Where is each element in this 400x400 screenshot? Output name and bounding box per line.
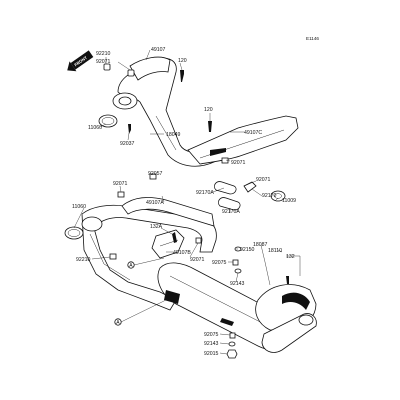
nut-92143-mid bbox=[234, 268, 242, 274]
lower-nut-92210 bbox=[109, 253, 117, 260]
label-92015: 92015 bbox=[204, 351, 219, 357]
nut-92015 bbox=[226, 349, 238, 359]
nut-92075-mid bbox=[232, 259, 239, 266]
lower-clamp-92170a bbox=[218, 197, 241, 211]
label-92071-left: 92071 bbox=[113, 181, 128, 187]
label-92170a-1: 92170A bbox=[196, 190, 214, 196]
mid-bolt-120 bbox=[208, 121, 212, 132]
lower-flange bbox=[81, 216, 103, 232]
diagram-ref-code: E1146 bbox=[306, 36, 319, 41]
mid-heat-cover bbox=[187, 115, 299, 165]
label-92150: 92150 bbox=[240, 247, 255, 253]
upper-nut-92071 bbox=[127, 69, 135, 77]
lower-gasket bbox=[64, 226, 84, 240]
label-92143-mid: 92143 bbox=[230, 281, 245, 287]
label-92210-top: 92210 bbox=[96, 51, 111, 57]
label-92057: 92057 bbox=[148, 171, 163, 177]
gasket-11009 bbox=[270, 190, 286, 202]
label-92071-top: 92071 bbox=[96, 59, 111, 65]
upper-bolt-92037 bbox=[128, 124, 131, 134]
section-marker-a-lower: A bbox=[114, 299, 167, 326]
lower-heat-guard bbox=[121, 197, 215, 227]
upper-nut-92210 bbox=[103, 63, 111, 71]
svg-text:A: A bbox=[129, 263, 133, 269]
label-18110: 18110 bbox=[268, 248, 282, 254]
label-92143-bot: 92143 bbox=[204, 341, 219, 347]
label-49107c: 49107C bbox=[244, 130, 262, 136]
label-92071-mid: 92071 bbox=[231, 160, 246, 166]
label-120-mid: 120 bbox=[204, 107, 213, 113]
label-11060-top: 11060 bbox=[88, 125, 102, 131]
svg-text:A: A bbox=[116, 320, 120, 326]
label-92037: 92037 bbox=[120, 141, 135, 147]
label-120-top: 120 bbox=[178, 58, 187, 64]
bolt-132 bbox=[286, 276, 289, 284]
label-18049: 18049 bbox=[166, 132, 181, 138]
upper-bolt-120 bbox=[180, 70, 184, 82]
label-49107b: 49107B bbox=[173, 250, 191, 256]
front-direction-badge: FRONT bbox=[67, 50, 94, 72]
label-49107a: 49107A bbox=[146, 200, 164, 206]
nut-92075-bot bbox=[229, 332, 236, 339]
label-92170a-2: 92170A bbox=[222, 209, 240, 215]
lower-nut-92071 bbox=[117, 191, 125, 198]
label-11060-left: 11060 bbox=[72, 204, 86, 210]
label-92170: 92170 bbox=[262, 193, 277, 199]
part-labels: 92210 49107 92071 120 11060 92037 18049 … bbox=[72, 47, 296, 357]
leader-lines bbox=[73, 49, 301, 355]
label-92075-mid: 92075 bbox=[212, 260, 227, 266]
upper-gasket bbox=[98, 114, 118, 128]
upper-heat-guard bbox=[129, 56, 171, 81]
label-92210-left: 92210 bbox=[76, 257, 91, 263]
mid-clip-92071 bbox=[221, 157, 229, 164]
clip-92057 bbox=[149, 173, 157, 180]
upper-exhaust-flange bbox=[112, 92, 138, 110]
upper-clamp-92170a bbox=[214, 181, 237, 195]
tailpipe bbox=[261, 313, 317, 353]
label-132a: 132A bbox=[150, 224, 163, 230]
label-92071-right: 92071 bbox=[256, 177, 271, 183]
label-18087: 18087 bbox=[253, 242, 268, 248]
label-92075-bot: 92075 bbox=[204, 332, 219, 338]
label-132: 132 bbox=[286, 254, 295, 260]
nut-92143-bot bbox=[228, 341, 236, 347]
label-49107-top: 49107 bbox=[151, 47, 166, 53]
clamp-92170 bbox=[243, 181, 257, 193]
label-11009: 11009 bbox=[282, 198, 296, 204]
bolt-132a bbox=[172, 232, 177, 243]
clip-92071-low bbox=[195, 237, 202, 244]
section-marker-a-upper: A bbox=[127, 257, 165, 269]
label-92071-low: 92071 bbox=[190, 257, 205, 263]
